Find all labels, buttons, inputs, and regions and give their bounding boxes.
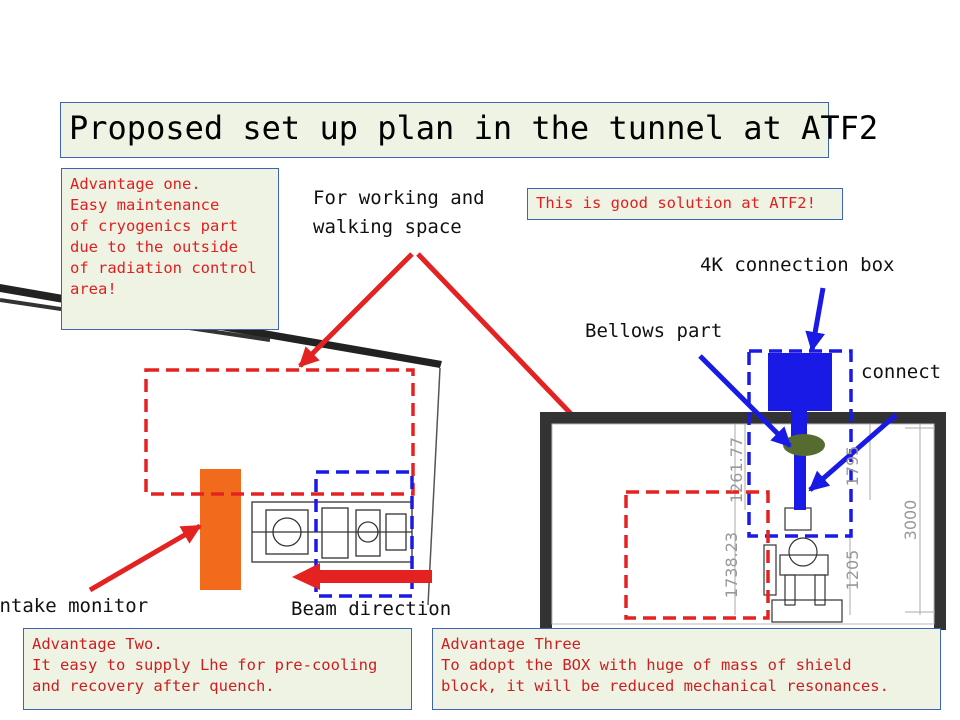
dim-label-2: 1738.23 xyxy=(722,532,741,598)
connection-box-label: 4K connection box xyxy=(700,254,895,276)
tunnel-wall-side xyxy=(427,367,441,606)
dim-label-1: 1261.77 xyxy=(727,437,746,503)
page-title: Proposed set up plan in the tunnel at AT… xyxy=(69,109,879,147)
beam-arrow-head xyxy=(292,563,320,590)
bellows-label: Bellows part xyxy=(585,320,723,342)
beam-arrow-shaft xyxy=(318,570,432,583)
beam-direction-label: Beam direction xyxy=(291,598,452,620)
work-area-left xyxy=(144,368,415,496)
advantage-one-note: Advantage one. Easy maintenance of cryog… xyxy=(61,168,279,330)
cryo-area-right xyxy=(747,349,853,538)
title-box: Proposed set up plan in the tunnel at AT… xyxy=(60,102,878,158)
arrow-bellows xyxy=(698,354,792,448)
connect-label: connect xyxy=(861,361,942,383)
arrow-connection-box xyxy=(805,287,826,352)
working-space-label: For working and walking space xyxy=(313,187,485,238)
arrow-work-left xyxy=(298,252,414,368)
cryo-area-left xyxy=(314,470,414,598)
arrow-connect xyxy=(808,413,898,492)
bellows xyxy=(783,434,825,456)
intake-monitor-block xyxy=(200,469,241,590)
good-solution-note: This is good solution at ATF2! xyxy=(527,188,843,220)
dim-label-4: 3000 xyxy=(901,500,920,541)
advantage-two-note: Advantage Two. It easy to supply Lhe for… xyxy=(23,628,412,710)
connection-box xyxy=(768,353,832,411)
arrow-intake xyxy=(88,523,202,593)
work-area-right xyxy=(624,490,770,620)
transfer-line-upper xyxy=(791,411,807,441)
advantage-three-note: Advantage Three To adopt the BOX with hu… xyxy=(432,628,941,710)
beamline-equipment xyxy=(251,501,413,563)
dimension-lines xyxy=(734,424,935,615)
dim-label-3: 1205 xyxy=(843,550,862,591)
transfer-line-lower xyxy=(794,452,806,510)
intake-monitor-label: intake monitor xyxy=(0,595,149,617)
dim-label-5: 1795 xyxy=(843,446,862,487)
